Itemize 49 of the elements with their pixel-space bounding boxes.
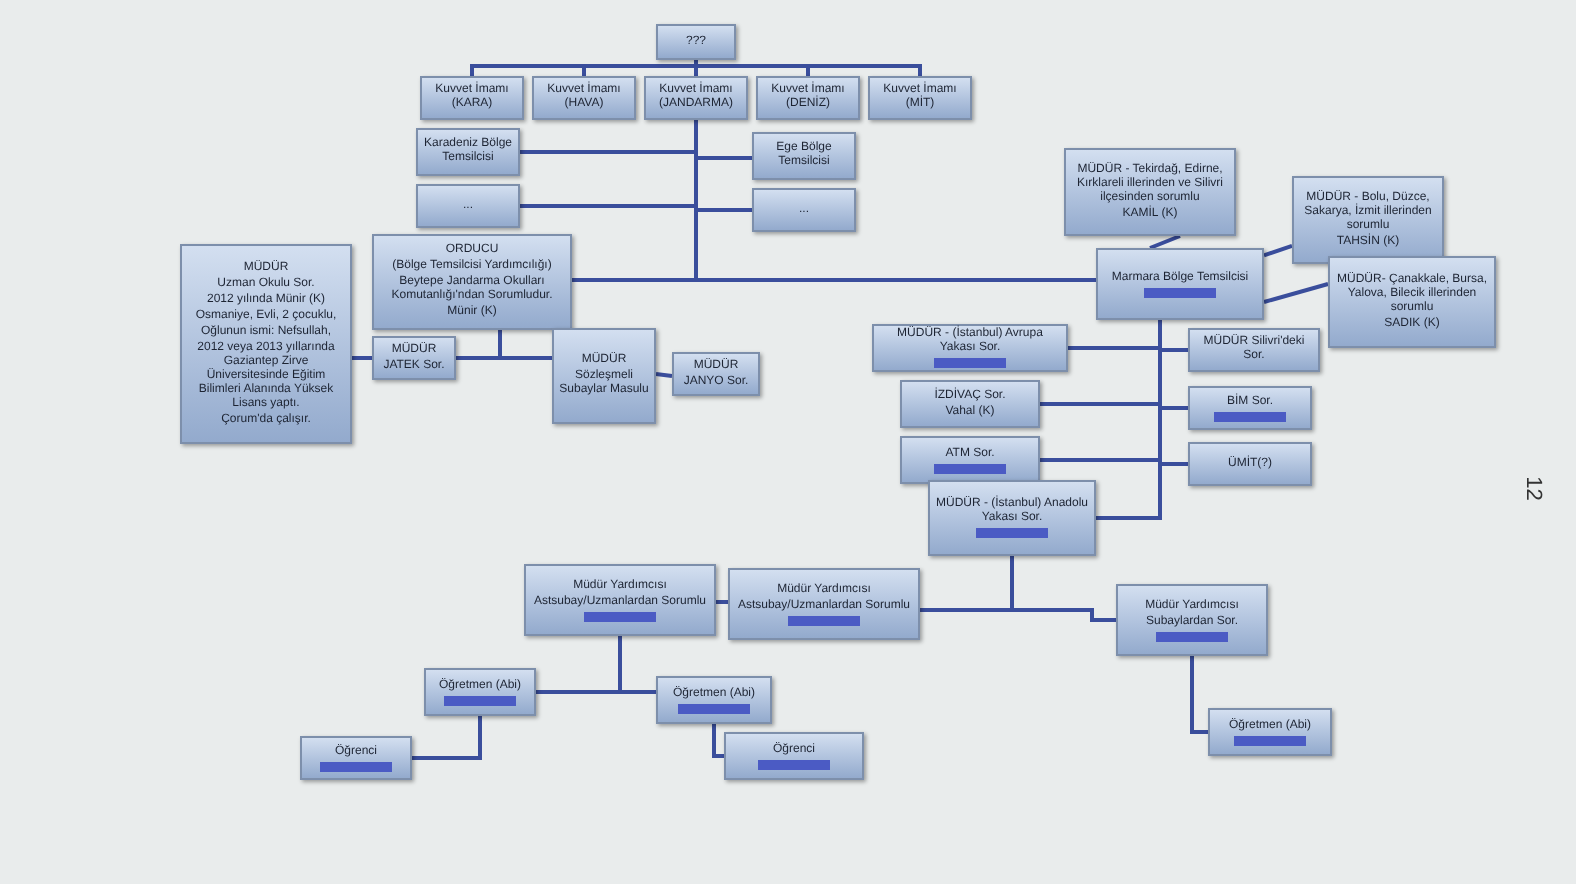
org-box (420, 76, 524, 120)
org-box (532, 76, 636, 120)
org-box (900, 380, 1040, 428)
page-number: 12 (1518, 476, 1547, 501)
connector-line (716, 600, 728, 604)
org-box (752, 188, 856, 232)
connector-line (498, 330, 552, 360)
connector-line (1263, 243, 1293, 258)
org-box (724, 732, 864, 780)
org-box (524, 564, 716, 636)
org-box (752, 132, 856, 180)
org-box (424, 668, 536, 716)
connector-line (1010, 556, 1116, 622)
connector-line (412, 716, 482, 760)
org-box (416, 128, 520, 176)
org-box (728, 568, 920, 640)
org-box (1116, 584, 1268, 656)
org-box (1292, 176, 1444, 264)
connector-line (694, 60, 922, 76)
org-box (180, 244, 352, 444)
connector-line (694, 120, 1096, 282)
org-box (868, 76, 972, 120)
org-box (372, 234, 572, 330)
org-box (656, 24, 736, 60)
connector-line (712, 724, 724, 758)
org-box (416, 184, 520, 228)
connector-line (655, 372, 673, 378)
org-box (372, 336, 456, 380)
org-box (928, 480, 1096, 556)
org-box (656, 676, 772, 724)
org-box (552, 328, 656, 424)
connector-line (1190, 656, 1208, 734)
connector-line (1149, 234, 1181, 250)
org-box (1188, 386, 1312, 430)
connector-line (1263, 282, 1329, 304)
connector-line (582, 60, 698, 76)
org-box (756, 76, 860, 120)
org-box (1188, 442, 1312, 486)
org-box (300, 736, 412, 780)
org-box (1208, 708, 1332, 756)
org-box (1188, 328, 1320, 372)
org-box (672, 352, 760, 396)
org-box (872, 324, 1068, 372)
org-box (900, 436, 1040, 484)
org-box (1328, 256, 1496, 348)
org-box (1064, 148, 1236, 236)
connector-line (352, 356, 372, 360)
org-box (644, 76, 748, 120)
org-box (1096, 248, 1264, 320)
